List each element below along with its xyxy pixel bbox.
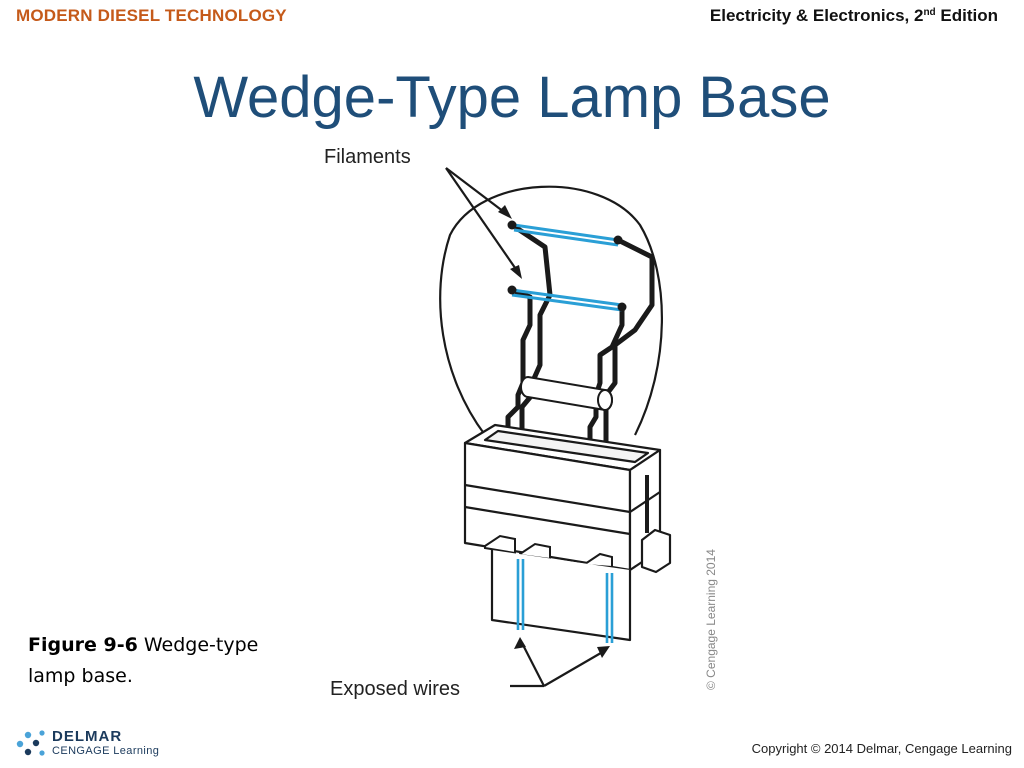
exposed-wires (516, 559, 614, 643)
base-notches (484, 534, 613, 569)
book-edition: Electricity & Electronics, 2nd Edition (710, 6, 998, 26)
support-bead (520, 375, 613, 412)
arrowheads (498, 205, 610, 658)
slide-title: Wedge-Type Lamp Base (193, 65, 831, 130)
copyright-notice: Copyright © 2014 Delmar, Cengage Learnin… (751, 741, 1012, 756)
label-exposed-wires: Exposed wires (330, 678, 460, 700)
delmar-logo-icon (16, 730, 45, 756)
figure-caption: Figure 9-6 Wedge-type lamp base. (28, 630, 288, 692)
figure-number: Figure 9-6 (28, 634, 138, 656)
wedge-tab (490, 550, 632, 642)
logo-line2: CENGAGE Learning (52, 745, 160, 757)
filament-junctions (507, 220, 627, 312)
wedge-lamp-diagram: Filaments Exposed wires (324, 146, 672, 700)
image-credit: © Cengage Learning 2014 (704, 549, 718, 690)
filaments (511, 223, 623, 312)
figure-description: Wedge-type lamp base. (28, 634, 259, 687)
logo-line1: DELMAR (52, 728, 123, 745)
course-title: MODERN DIESEL TECHNOLOGY (16, 6, 287, 25)
lead-wires (505, 222, 655, 450)
book-edition-sup: nd (923, 7, 936, 18)
book-edition-main: Electricity & Electronics, 2 (709, 6, 924, 25)
bulb-glass (439, 185, 663, 436)
publisher-logo: DELMAR CENGAGE Learning (14, 726, 194, 762)
label-filaments: Filaments (324, 146, 411, 168)
book-edition-tail: Edition (935, 6, 998, 25)
callout-arrows (445, 167, 607, 688)
